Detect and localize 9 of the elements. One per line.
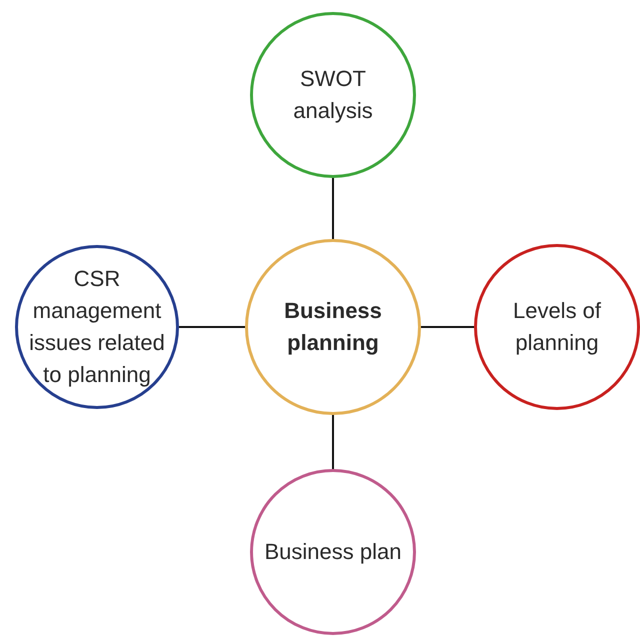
connector-line xyxy=(332,415,334,469)
connector-line xyxy=(421,326,474,328)
topic-label: SWOT analysis xyxy=(292,65,374,125)
topic-label: Business planning xyxy=(283,297,383,357)
topic-label: CSR management issues related to planning xyxy=(28,265,166,389)
connector-line xyxy=(332,178,334,239)
connector-line xyxy=(179,326,245,328)
topic-label: Levels of planning xyxy=(512,297,602,357)
topic-label: Business plan xyxy=(264,538,402,566)
